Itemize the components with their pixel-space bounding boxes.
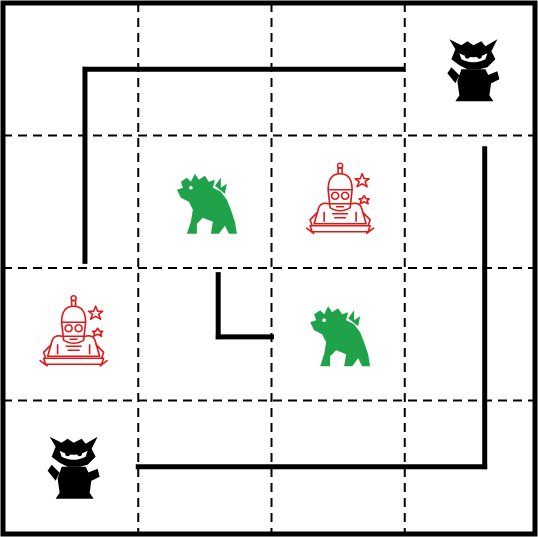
black-creature-icon bbox=[48, 437, 100, 499]
black-creature-icon bbox=[447, 39, 499, 101]
green-dinosaur-icon bbox=[177, 174, 237, 234]
green-dinosaur-icon bbox=[310, 306, 370, 366]
red-robot-icon bbox=[306, 163, 374, 234]
red-robot-icon bbox=[40, 296, 108, 367]
